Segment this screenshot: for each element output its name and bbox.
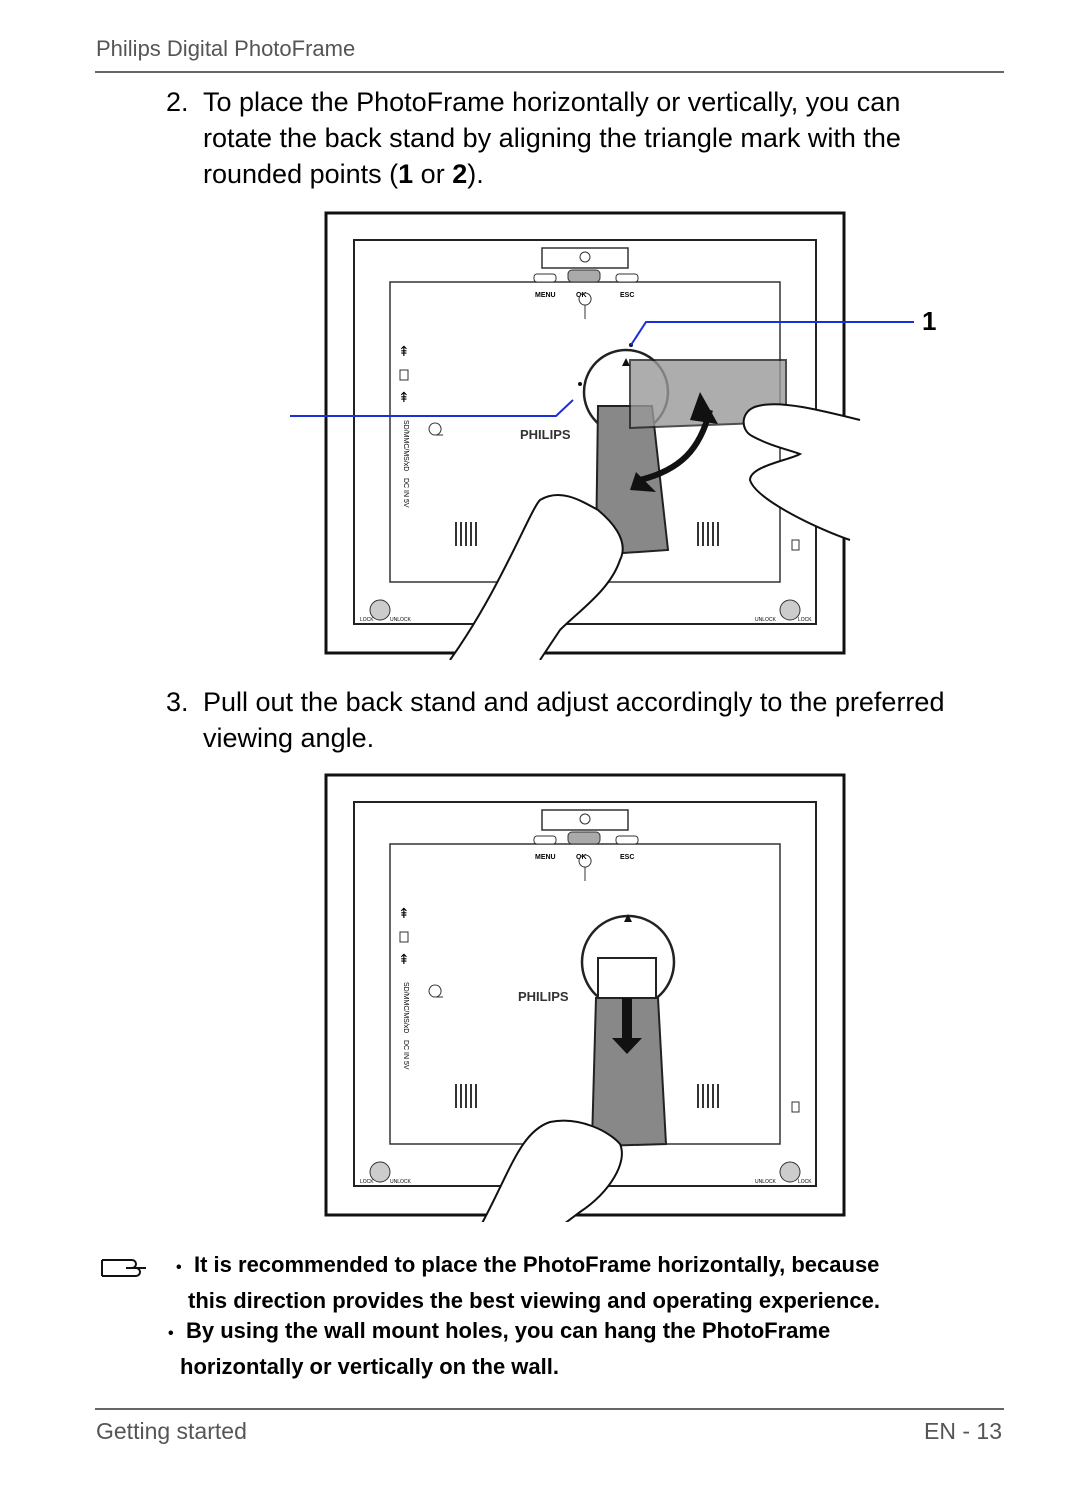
callout-1-label: 1 bbox=[922, 306, 936, 336]
menu-label: MENU bbox=[535, 292, 556, 299]
callout-line-2 bbox=[290, 399, 574, 417]
hand-drawing bbox=[479, 1119, 623, 1228]
vent-right bbox=[697, 522, 719, 546]
right-hand-drawing bbox=[742, 403, 861, 541]
kensington-slot-icon bbox=[791, 539, 800, 551]
note-text: this direction provides the best viewing… bbox=[188, 1288, 880, 1313]
rotate-stand-illustration: MENU OK ESC ⇞ ⇞ SD/MMC/MS/xD DC IN 5V PH… bbox=[266, 210, 980, 661]
point-1-ref: 1 bbox=[398, 159, 414, 189]
philips-logo: PHILIPS bbox=[518, 989, 569, 1004]
unlock-label: UNLOCK bbox=[755, 617, 777, 623]
rotate-stand-drawing: MENU OK ESC ⇞ ⇞ SD/MMC/MS/xD DC IN 5V PH… bbox=[266, 211, 936, 661]
header-divider bbox=[95, 71, 1004, 73]
dc-label: DC IN 5V bbox=[402, 478, 409, 508]
vent-left bbox=[455, 522, 477, 546]
card-slot-label: SD/MMC/MS/xD bbox=[402, 982, 409, 1033]
esc-label: ESC bbox=[620, 854, 634, 861]
vent-right bbox=[697, 1084, 719, 1108]
rounded-point-2 bbox=[578, 382, 582, 386]
step-line: rounded points (1 or 2). bbox=[203, 156, 901, 192]
lock-label: LOCK bbox=[798, 617, 812, 623]
triangle-mark-icon bbox=[624, 914, 632, 922]
arrow-head-icon bbox=[630, 472, 656, 492]
unlock-label: UNLOCK bbox=[390, 617, 412, 623]
step-line: Pull out the back stand and adjust accor… bbox=[203, 687, 945, 717]
ok-label: OK bbox=[576, 854, 587, 861]
step-text: To place the PhotoFrame horizontally or … bbox=[203, 84, 901, 192]
unlock-label: UNLOCK bbox=[755, 1179, 777, 1185]
note-text: It is recommended to place the PhotoFram… bbox=[194, 1252, 880, 1277]
usb-icon: ⇞ bbox=[398, 390, 410, 406]
step-number: 3. bbox=[166, 687, 189, 717]
lock-knob-right bbox=[779, 599, 801, 621]
card-slot-label: SD/MMC/MS/xD bbox=[402, 420, 409, 471]
bullet-dot-icon: • bbox=[168, 1325, 174, 1342]
menu-key bbox=[533, 273, 557, 283]
usb-icon: ⇞ bbox=[398, 906, 410, 922]
footer-divider bbox=[95, 1408, 1004, 1410]
navigation-wheel bbox=[567, 831, 601, 845]
step-line: rotate the back stand by aligning the tr… bbox=[203, 123, 901, 153]
pointing-hand-icon bbox=[100, 1252, 162, 1282]
back-panel bbox=[389, 843, 781, 1145]
esc-key bbox=[615, 835, 639, 845]
unlock-label: UNLOCK bbox=[390, 1179, 412, 1185]
note-item: • By using the wall mount holes, you can … bbox=[168, 1314, 998, 1383]
lock-label: LOCK bbox=[360, 617, 374, 623]
step-text-fragment: rounded points ( bbox=[203, 159, 399, 189]
step-text: Pull out the back stand and adjust accor… bbox=[203, 684, 944, 756]
step-text-fragment: ). bbox=[467, 159, 484, 189]
note-text: horizontally or vertically on the wall. bbox=[180, 1354, 559, 1379]
step-number: 2. bbox=[166, 87, 189, 117]
lock-label: LOCK bbox=[798, 1179, 812, 1185]
menu-label: MENU bbox=[535, 854, 556, 861]
bullet-dot-icon: • bbox=[176, 1259, 182, 1276]
top-bar bbox=[541, 809, 629, 831]
arrow-head-icon bbox=[690, 392, 718, 424]
esc-label: ESC bbox=[620, 292, 634, 299]
triangle-mark-icon bbox=[622, 358, 630, 366]
left-hand-drawing bbox=[449, 494, 624, 661]
lock-knob-left bbox=[369, 1161, 391, 1183]
back-stand bbox=[590, 997, 668, 1148]
section-name: Getting started bbox=[96, 1418, 247, 1444]
wall-mount-hole-icon bbox=[428, 984, 444, 998]
menu-key bbox=[533, 835, 557, 845]
note-item: • It is recommended to place the PhotoFra… bbox=[176, 1248, 1006, 1317]
usb-icon: ⇞ bbox=[398, 344, 410, 360]
step-line: To place the PhotoFrame horizontally or … bbox=[203, 87, 901, 117]
callout-line-1 bbox=[630, 321, 914, 346]
esc-key bbox=[615, 273, 639, 283]
philips-logo: PHILIPS bbox=[520, 427, 571, 442]
wall-mount-hole-icon bbox=[428, 422, 444, 436]
card-slot-icon bbox=[399, 931, 409, 943]
page-number: EN - 13 bbox=[924, 1418, 1002, 1444]
usb-icon: ⇞ bbox=[398, 952, 410, 968]
lock-label: LOCK bbox=[360, 1179, 374, 1185]
card-slot-icon bbox=[399, 369, 409, 381]
lock-knob-right bbox=[779, 1161, 801, 1183]
stand-hinge bbox=[597, 957, 657, 999]
point-2-ref: 2 bbox=[452, 159, 468, 189]
dc-label: DC IN 5V bbox=[402, 1040, 409, 1070]
pull-arrow-shaft-icon bbox=[622, 998, 632, 1042]
wall-mount-hole-icon bbox=[578, 292, 592, 319]
vent-left bbox=[455, 1084, 477, 1108]
power-icon bbox=[579, 251, 591, 263]
wall-mount-hole-icon bbox=[578, 854, 592, 881]
running-header: Philips Digital PhotoFrame bbox=[96, 36, 356, 61]
navigation-wheel bbox=[567, 269, 601, 283]
step-text-fragment: or bbox=[413, 159, 453, 189]
power-icon bbox=[579, 813, 591, 825]
pull-stand-drawing: MENU OK ESC ⇞ ⇞ SD/MMC/MS/xD DC IN 5V PH… bbox=[324, 773, 846, 1228]
step-line: viewing angle. bbox=[203, 723, 375, 753]
lock-knob-left bbox=[369, 599, 391, 621]
pull-stand-illustration: MENU OK ESC ⇞ ⇞ SD/MMC/MS/xD DC IN 5V PH… bbox=[280, 772, 980, 1228]
pull-arrow-head-icon bbox=[612, 1038, 642, 1054]
ok-label: OK bbox=[576, 292, 587, 299]
note-text: By using the wall mount holes, you can h… bbox=[186, 1318, 831, 1343]
top-bar bbox=[541, 247, 629, 269]
kensington-slot-icon bbox=[791, 1101, 800, 1113]
